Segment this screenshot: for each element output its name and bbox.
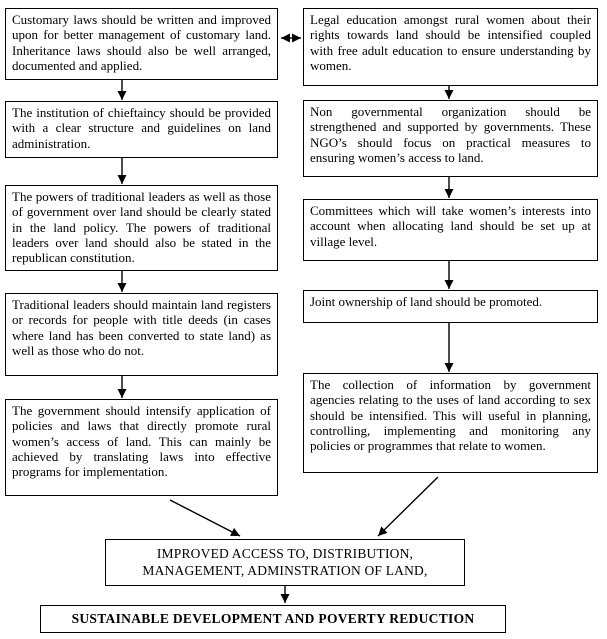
- flow-box-ngo-support: Non governmental organization should be …: [303, 100, 598, 177]
- flow-box-government-policies: The government should intensify applicat…: [5, 399, 278, 496]
- flow-box-land-registers: Traditional leaders should maintain land…: [5, 293, 278, 376]
- flow-box-chieftaincy-institution: The institution of chieftaincy should be…: [5, 101, 278, 158]
- flow-box-powers-traditional-leaders: The powers of traditional leaders as wel…: [5, 185, 278, 271]
- flow-box-legal-education: Legal education amongst rural women abou…: [303, 8, 598, 86]
- arrow-merge-left: [169, 499, 241, 537]
- flow-box-improved-access-outcome: IMPROVED ACCESS TO, DISTRIBUTION, MANAGE…: [105, 539, 465, 586]
- flow-box-information-collection: The collection of information by governm…: [303, 373, 598, 473]
- flow-box-sustainable-development: SUSTAINABLE DEVELOPMENT AND POVERTY REDU…: [40, 605, 506, 633]
- flow-box-village-committees: Committees which will take women’s inter…: [303, 199, 598, 261]
- flow-box-customary-laws: Customary laws should be written and imp…: [5, 8, 278, 80]
- flow-box-joint-ownership: Joint ownership of land should be promot…: [303, 290, 598, 323]
- arrow-merge-right: [377, 476, 439, 537]
